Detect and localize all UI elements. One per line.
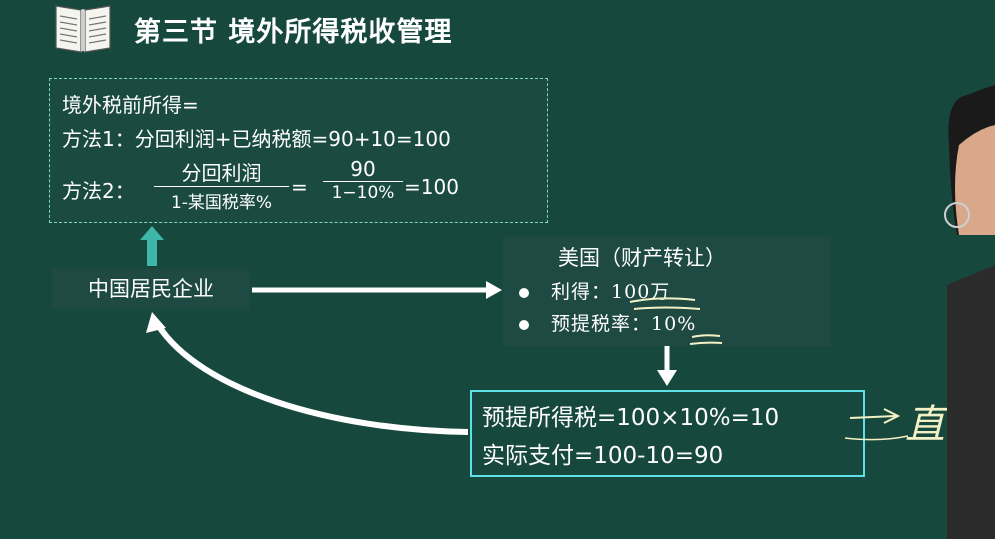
book-icon bbox=[55, 5, 111, 53]
fraction-profit-over-rate: 分回利润 1-某国税率% bbox=[154, 157, 289, 213]
fraction-denominator: 1−10% bbox=[323, 181, 403, 203]
us-entity-title: 美国（财产转让） bbox=[558, 246, 726, 270]
fraction-90-over-rate: 90 1−10% bbox=[323, 157, 403, 203]
us-entity-box: 美国（财产转让） 利得：100万 预提税率：10% bbox=[503, 236, 831, 346]
page-title: 第三节 境外所得税收管理 bbox=[134, 17, 453, 48]
us-item-value: 10% bbox=[651, 313, 697, 335]
formula-box: 境外税前所得= 方法1：分回利润+已纳税额=90+10=100 方法2： 分回利… bbox=[49, 78, 548, 223]
result-box: 预提所得税=100×10%=10 实际支付=100-10=90 bbox=[470, 390, 865, 477]
us-item-withholding-rate: 预提税率：10% bbox=[551, 309, 696, 336]
actual-payment-line: 实际支付=100-10=90 bbox=[482, 443, 724, 469]
us-item-label: 利得： bbox=[551, 281, 612, 303]
bullet-icon bbox=[519, 288, 529, 298]
fraction-numerator: 分回利润 bbox=[181, 161, 262, 185]
formula-result: =100 bbox=[404, 175, 459, 199]
formula-method-1: 方法1：分回利润+已纳税额=90+10=100 bbox=[62, 127, 451, 151]
up-arrow-icon bbox=[140, 226, 164, 266]
presenter-figure bbox=[944, 85, 995, 539]
withholding-tax-line: 预提所得税=100×10%=10 bbox=[482, 405, 780, 431]
bullet-icon bbox=[519, 320, 529, 330]
china-resident-enterprise-box: 中国居民企业 bbox=[52, 269, 250, 309]
fraction-numerator: 90 bbox=[350, 157, 376, 181]
us-item-gain: 利得：100万 bbox=[551, 277, 670, 304]
fraction-denominator: 1-某国税率% bbox=[154, 186, 289, 213]
formula-method-2-label: 方法2： bbox=[62, 179, 135, 203]
formula-equals: = bbox=[291, 175, 308, 199]
formula-line-1: 境外税前所得= bbox=[62, 93, 199, 117]
us-item-value: 100万 bbox=[611, 281, 671, 303]
us-item-label: 预提税率： bbox=[551, 313, 652, 335]
